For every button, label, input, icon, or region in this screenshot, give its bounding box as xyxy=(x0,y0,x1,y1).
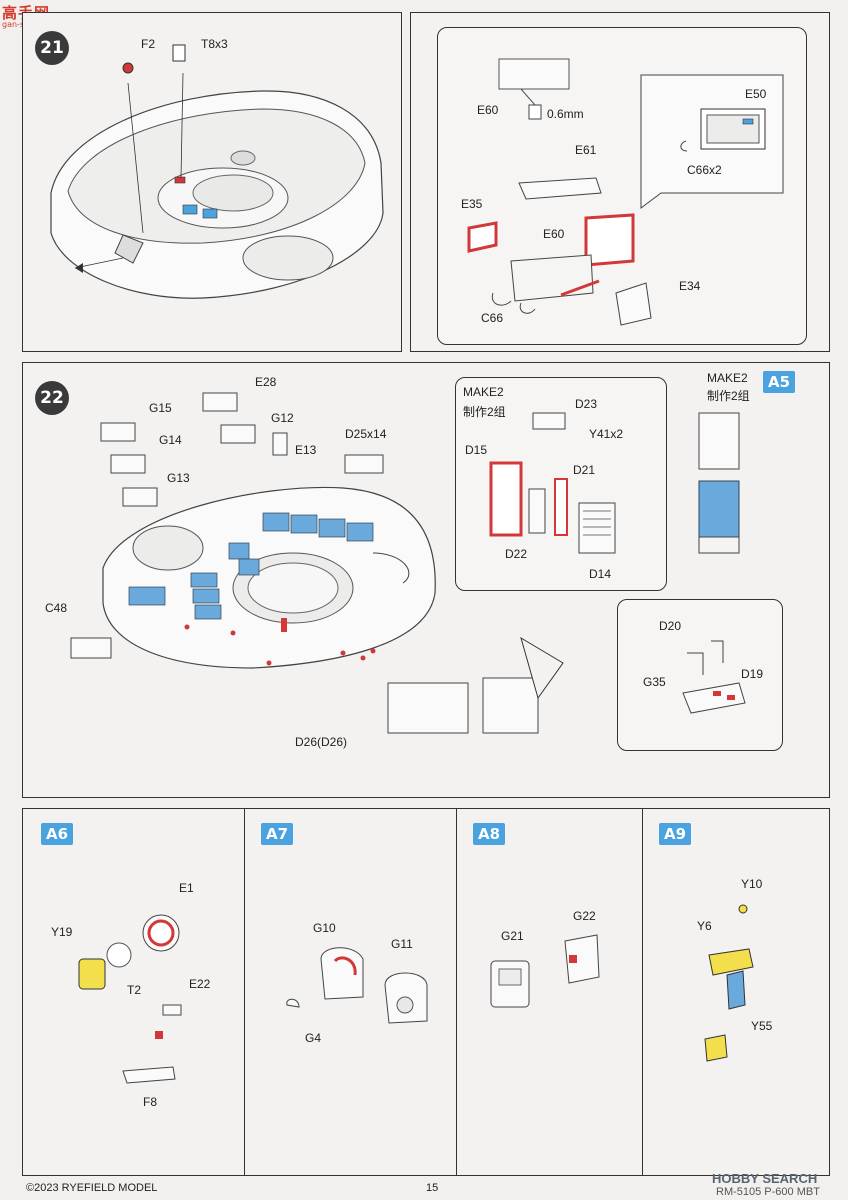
step-22-panel: 22 G15 E28 G12 G14 E13 D25x14 G xyxy=(22,362,830,798)
hobby-search-watermark: HOBBY SEARCH xyxy=(712,1171,818,1186)
part-label-d23: D23 xyxy=(575,397,598,411)
part-label-e28: E28 xyxy=(255,375,277,389)
part-label-d15: D15 xyxy=(465,443,488,457)
part-label-g10: G10 xyxy=(313,921,336,935)
subassembly-a9-panel: A9 Y10 Y6 Y55 xyxy=(642,808,830,1176)
part-label-e61: E61 xyxy=(575,143,597,157)
part-label-g35: G35 xyxy=(643,675,666,689)
subassembly-a8-panel: A8 G22 G21 xyxy=(456,808,644,1176)
part-label-d25x14: D25x14 xyxy=(345,427,387,441)
step-number: 22 xyxy=(35,381,69,415)
part-label-d22: D22 xyxy=(505,547,528,561)
step-21-detail-panel: E60 0.6mm E50 C66x2 E61 E35 E60 E34 C66 xyxy=(410,12,830,352)
sight-housing-drawing xyxy=(286,947,428,1024)
part-label-c66: C66 xyxy=(481,311,504,325)
make2-right-label: MAKE2 xyxy=(707,371,748,385)
part-label-g22: G22 xyxy=(573,909,596,923)
thickness-label: 0.6mm xyxy=(547,107,584,121)
part-label-g11: G11 xyxy=(391,937,413,951)
part-label-y10: Y10 xyxy=(741,877,763,891)
part-label-d26: D26(D26) xyxy=(295,735,348,749)
part-label-y6: Y6 xyxy=(697,919,712,933)
box-assembly-drawing xyxy=(467,58,784,326)
subassembly-a6-panel: A6 E1 Y19 T2 E22 F8 xyxy=(22,808,246,1176)
part-label-f8: F8 xyxy=(143,1095,158,1109)
part-label-d20: D20 xyxy=(659,619,682,633)
part-label-e60-top: E60 xyxy=(477,103,499,117)
part-label-e34: E34 xyxy=(679,279,701,293)
make2-right-cn-label: 制作2组 xyxy=(707,389,750,403)
part-label-e35: E35 xyxy=(461,197,483,211)
part-label-t8x3: T8x3 xyxy=(201,37,228,51)
part-label-g14: G14 xyxy=(159,433,182,447)
turret-basket-drawing xyxy=(50,44,384,299)
part-label-y41x2: Y41x2 xyxy=(589,427,624,441)
copyright-text: ©2023 RYEFIELD MODEL xyxy=(26,1182,158,1194)
subassembly-a7-panel: A7 G10 G11 G4 xyxy=(244,808,458,1176)
subassembly-bubble-bottom xyxy=(617,599,783,751)
turret-interior-drawing xyxy=(70,392,564,734)
part-label-c66x2: C66x2 xyxy=(687,163,722,177)
part-label-e50: E50 xyxy=(745,87,767,101)
subassembly-badge-a6: A6 xyxy=(41,823,74,845)
product-code: RM-5105 P-600 MBT xyxy=(716,1186,820,1198)
subassembly-badge-a8: A8 xyxy=(473,823,506,845)
part-label-d21: D21 xyxy=(573,463,596,477)
part-label-y55: Y55 xyxy=(751,1019,773,1033)
part-label-t2: T2 xyxy=(127,983,142,997)
step-21-panel: 21 F2 T8x3 xyxy=(22,12,402,352)
mount-drawing xyxy=(682,640,746,714)
subassembly-badge-a7: A7 xyxy=(261,823,294,845)
subassembly-badge-a9: A9 xyxy=(659,823,692,845)
vision-block-drawing xyxy=(490,934,600,1008)
make2-label: MAKE2 xyxy=(463,385,504,399)
part-label-e22: E22 xyxy=(189,977,211,991)
part-label-e60: E60 xyxy=(543,227,565,241)
make2-cn-label: 制作2组 xyxy=(463,405,506,419)
subassembly-badge-a5: A5 xyxy=(763,371,796,393)
part-label-c48: C48 xyxy=(45,601,68,615)
periscope-drawing xyxy=(78,914,182,1084)
storage-box-drawing xyxy=(489,412,740,554)
part-label-g12: G12 xyxy=(271,411,294,425)
part-label-e1: E1 xyxy=(179,881,194,895)
part-label-e13: E13 xyxy=(295,443,317,457)
etch-bracket-drawing xyxy=(704,904,754,1062)
part-label-y19: Y19 xyxy=(51,925,73,939)
part-label-g21: G21 xyxy=(501,929,524,943)
part-label-g15: G15 xyxy=(149,401,172,415)
part-label-d19: D19 xyxy=(741,667,764,681)
part-label-g4: G4 xyxy=(305,1031,322,1045)
part-label-d14: D14 xyxy=(589,567,612,581)
part-label-g13: G13 xyxy=(167,471,190,485)
part-label-f2: F2 xyxy=(141,37,156,51)
step-number: 21 xyxy=(35,31,69,65)
page-number: 15 xyxy=(426,1182,439,1194)
